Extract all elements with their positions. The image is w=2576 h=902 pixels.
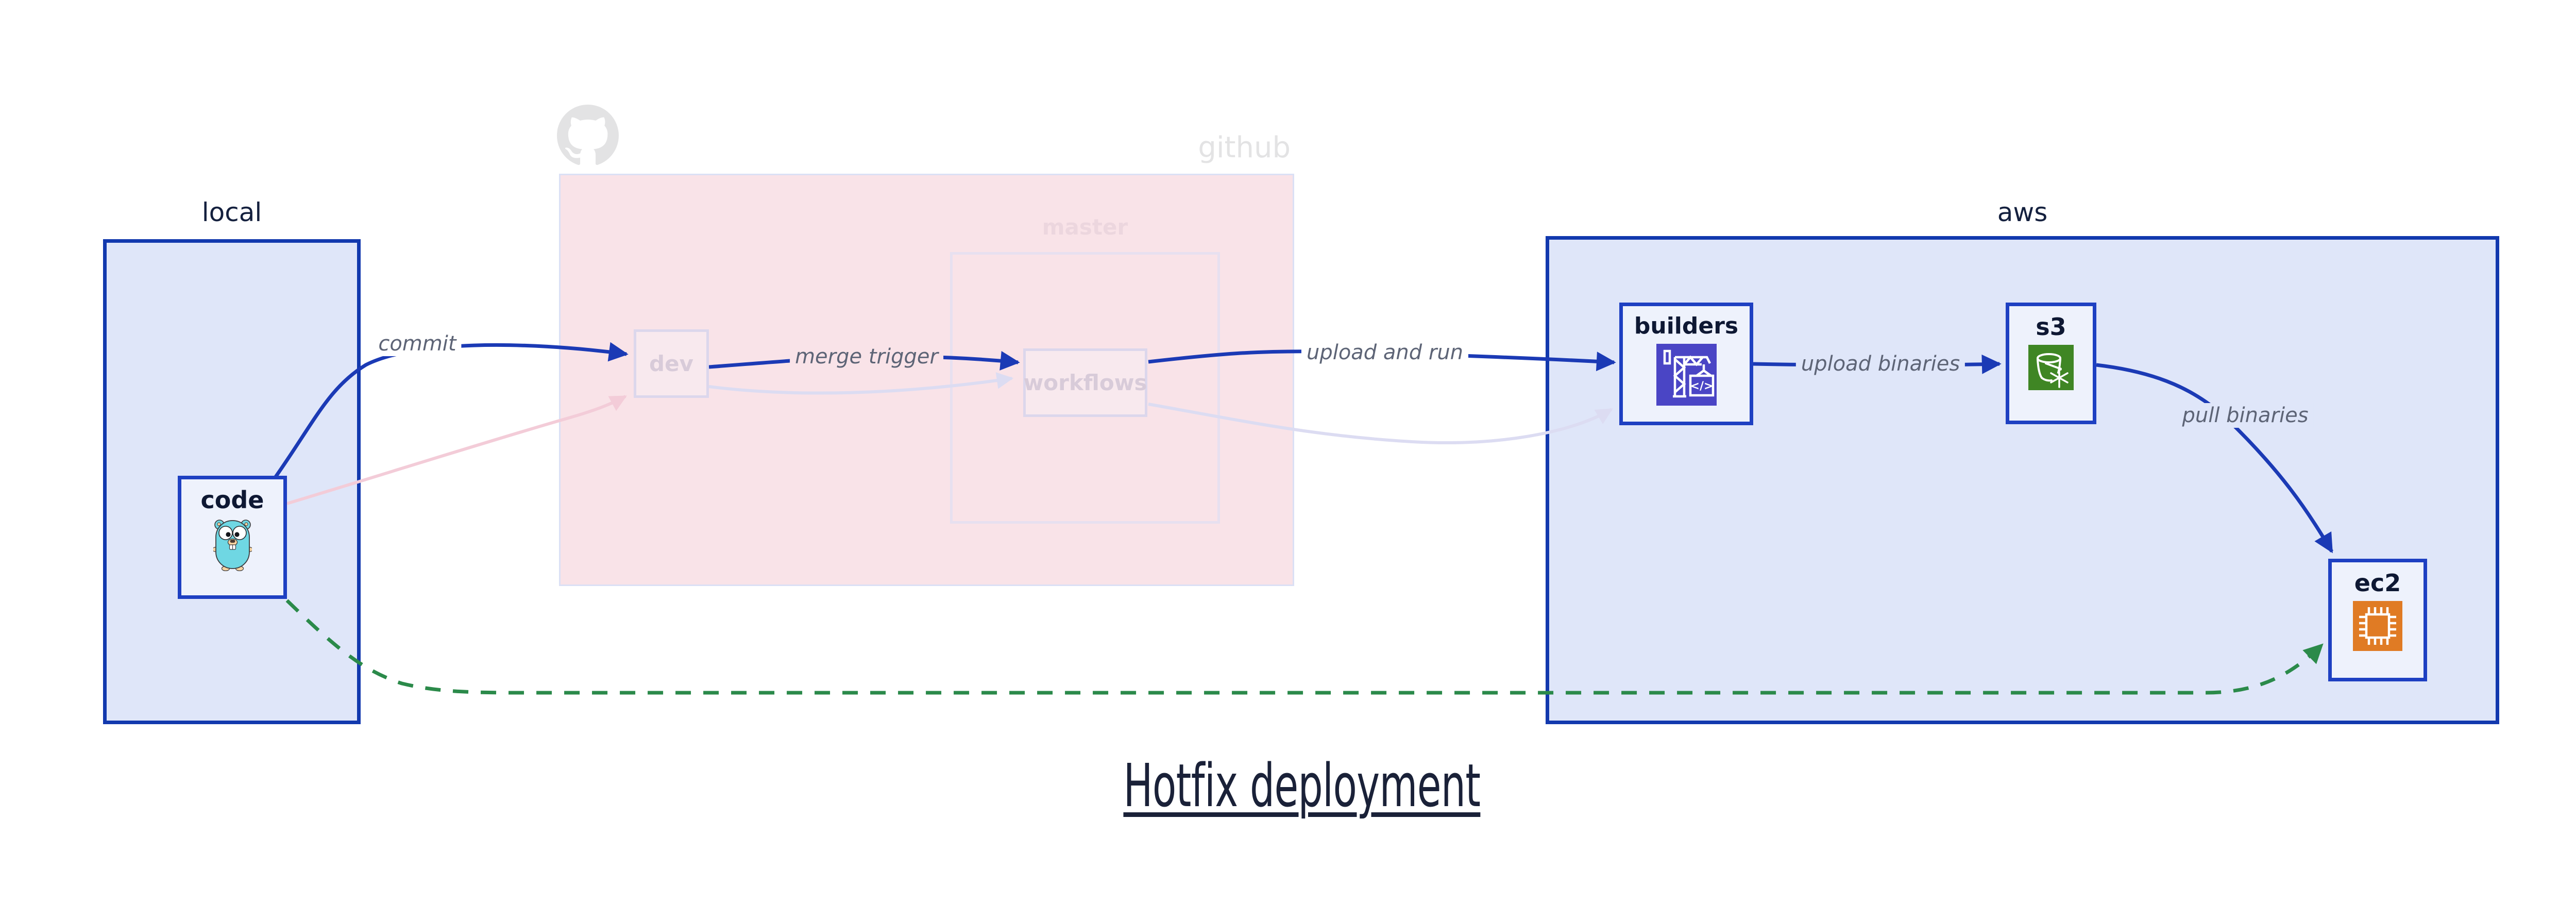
- gopher-icon: [213, 520, 252, 571]
- node-ec2: ec2: [2328, 559, 2427, 681]
- diagram-title: Hotfix deployment: [1123, 751, 1481, 821]
- node-code: code: [178, 476, 287, 599]
- github-group-label: github: [1198, 131, 1291, 164]
- node-code-label: code: [200, 486, 264, 514]
- node-workflows: workflows: [1023, 348, 1147, 417]
- node-builders: builders </>: [1619, 303, 1753, 425]
- node-workflows-label: workflows: [1023, 370, 1147, 395]
- node-ec2-label: ec2: [2354, 569, 2401, 597]
- edge-label-commit: commit: [373, 331, 462, 356]
- svg-text:</>: </>: [1690, 380, 1713, 393]
- master-group-label: master: [1042, 214, 1128, 240]
- edge-label-merge-trigger: merge trigger: [790, 344, 943, 369]
- github-octocat-icon: [556, 105, 619, 166]
- codebuild-crane-icon: </>: [1656, 343, 1717, 406]
- ec2-chip-icon: [2353, 600, 2402, 651]
- diagram-title-wrap: Hotfix deployment: [0, 754, 2576, 819]
- edge-label-pull-binaries: pull binaries: [2177, 403, 2314, 428]
- edge-label-upload-binaries: upload binaries: [1795, 352, 1965, 376]
- node-dev-label: dev: [649, 351, 693, 376]
- aws-group-label: aws: [1997, 197, 2048, 227]
- node-s3-label: s3: [2036, 313, 2066, 341]
- edge-label-upload-and-run: upload and run: [1301, 340, 1469, 365]
- node-dev: dev: [634, 329, 709, 398]
- node-builders-label: builders: [1634, 313, 1739, 339]
- local-group-label: local: [201, 197, 262, 227]
- s3-bucket-icon: [2028, 344, 2074, 390]
- node-s3: s3: [2006, 303, 2096, 424]
